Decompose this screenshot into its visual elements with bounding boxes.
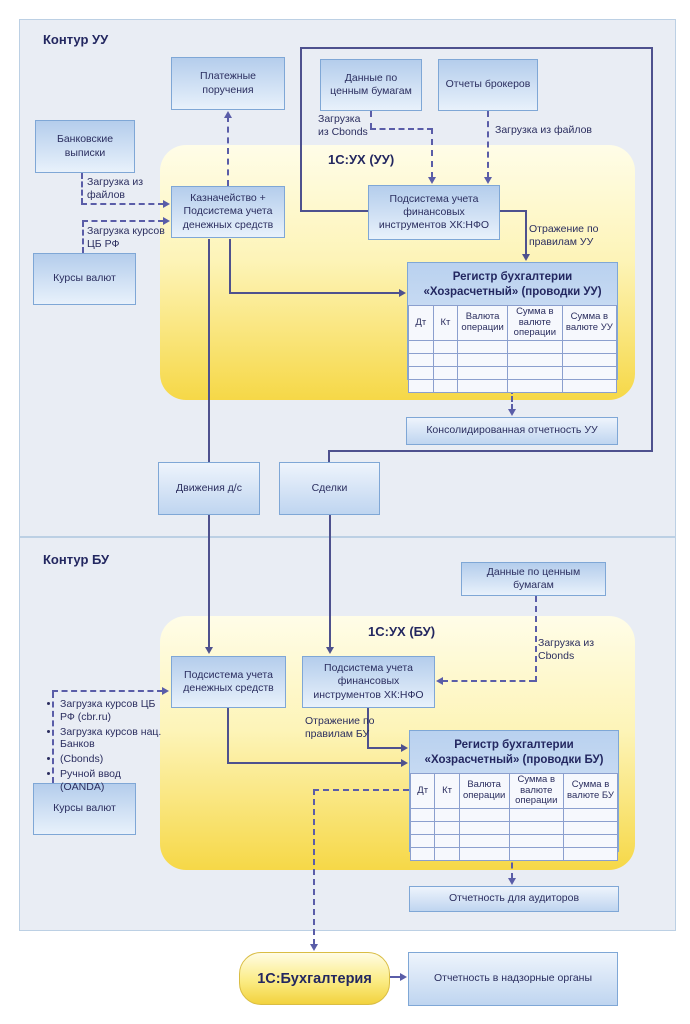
col-kt: Кт [432, 304, 459, 341]
box-bank-statements-label: Банковские выписки [56, 133, 114, 159]
table-row [408, 365, 618, 380]
box-1c-accounting: 1С:Бухгалтерия [239, 952, 390, 1005]
box-fin-instruments-bu: Подсистема учета финансовых инструментов… [302, 656, 435, 708]
register-uu-title-line1: Регистр бухгалтерии [452, 271, 573, 283]
col-sum-op: Сумма в валюте операции [507, 304, 563, 341]
box-broker-reports: Отчеты брокеров [438, 59, 538, 111]
list-item: Ручной ввод (OANDA) [60, 768, 164, 794]
box-fin-instruments-bu-label: Подсистема учета финансовых инструментов… [313, 662, 424, 701]
register-bu-table: Дт Кт Валюта операции Сумма в валюте опе… [409, 772, 618, 861]
box-securities-data-uu: Данные по ценным бумагам [320, 59, 422, 111]
rate-sources-list: Загрузка курсов ЦБ РФ (cbr.ru) Загрузка … [46, 698, 164, 796]
col-currency: Валюта операции [457, 304, 509, 341]
platform-1c-uh-bu-label: 1С:УХ (БУ) [368, 624, 436, 639]
register-uu-title-line2: «Хозрасчетный» (проводки УУ) [423, 285, 602, 298]
table-row [408, 352, 618, 367]
register-uu-table: Дт Кт Валюта операции Сумма в валюте опе… [408, 304, 618, 393]
register-bu-title-line1: Регистр бухгалтерии [454, 739, 574, 751]
box-currency-rates-uu: Курсы валют [33, 253, 136, 305]
box-regulatory-report: Отчетность в надзорные органы [408, 952, 618, 1006]
col-sum-op: Сумма в валюте операции [508, 772, 565, 809]
label-load-from-files-right: Загрузка из файлов [495, 124, 592, 136]
label-load-from-files-left: Загрузка из файлов [87, 176, 144, 201]
box-currency-rates-bu-label: Курсы валют [53, 802, 116, 815]
contour-uu-label: Контур УУ [43, 32, 109, 47]
col-dt: Дт [408, 304, 434, 341]
box-treasury-label: Казначейство + Подсистема учета денежных… [182, 192, 274, 231]
label-reflect-rules-bu: Отражение по правилам БУ [305, 715, 375, 740]
box-cash-movements: Движения д/с [158, 462, 260, 515]
col-dt: Дт [409, 772, 436, 809]
list-item: Загрузка курсов ЦБ РФ (cbr.ru) [60, 698, 164, 724]
box-payment-orders-label: Платежные поручения [200, 70, 256, 96]
register-uu: Регистр бухгалтерии «Хозрасчетный» (пров… [407, 262, 618, 393]
register-bu-title: Регистр бухгалтерии «Хозрасчетный» (пров… [410, 738, 618, 768]
register-bu: Регистр бухгалтерии «Хозрасчетный» (пров… [409, 730, 619, 861]
contour-bu-label: Контур БУ [43, 552, 110, 567]
table-row [409, 820, 618, 835]
box-securities-data-bu: Данные по ценным бумагам [461, 562, 606, 596]
list-item: (Cbonds) [60, 753, 164, 766]
box-securities-data-uu-label: Данные по ценным бумагам [330, 71, 412, 97]
col-currency: Валюта операции [458, 772, 510, 809]
box-fin-instruments-uu: Подсистема учета финансовых инструментов… [368, 185, 500, 240]
register-bu-title-line2: «Хозрасчетный» (проводки БУ) [424, 753, 604, 766]
box-securities-data-bu-label: Данные по ценным бумагам [486, 565, 581, 591]
box-deals-label: Сделки [311, 481, 348, 494]
table-row [409, 833, 618, 848]
box-consolidated-report-label: Консолидированная отчетность УУ [426, 424, 598, 437]
box-cash-movements-label: Движения д/с [176, 481, 242, 494]
platform-1c-uh-uu-label: 1С:УХ (УУ) [328, 152, 395, 167]
label-load-cbr-rates: Загрузка курсов ЦБ РФ [87, 225, 165, 250]
box-bank-statements: Банковские выписки [35, 120, 135, 173]
col-sum-uu: Сумма в валюте УУ [561, 304, 618, 341]
table-row [409, 846, 618, 861]
box-auditors-report: Отчетность для аудиторов [409, 886, 619, 912]
box-broker-reports-label: Отчеты брокеров [445, 78, 531, 91]
box-deals: Сделки [279, 462, 380, 515]
box-cash-subsystem-bu-label: Подсистема учета денежных средств [183, 668, 274, 694]
table-row [409, 807, 618, 822]
table-row [408, 339, 618, 354]
box-payment-orders: Платежные поручения [171, 57, 285, 110]
box-consolidated-report: Консолидированная отчетность УУ [406, 417, 618, 445]
col-kt: Кт [434, 772, 460, 809]
box-treasury: Казначейство + Подсистема учета денежных… [171, 186, 285, 238]
box-1c-accounting-label: 1С:Бухгалтерия [257, 970, 372, 987]
box-fin-instruments-uu-label: Подсистема учета финансовых инструментов… [378, 192, 490, 232]
box-auditors-report-label: Отчетность для аудиторов [448, 892, 580, 905]
register-uu-title: Регистр бухгалтерии «Хозрасчетный» (пров… [408, 270, 617, 300]
box-currency-rates-uu-label: Курсы валют [53, 272, 116, 285]
box-regulatory-report-label: Отчетность в надзорные органы [433, 972, 593, 985]
label-load-from-cbonds-uu: Загрузка из Cbonds [318, 113, 368, 138]
box-currency-rates-bu: Курсы валют [33, 783, 136, 835]
col-sum-bu: Сумма в валюте БУ [563, 772, 618, 809]
label-reflect-rules-uu: Отражение по правилам УУ [529, 223, 599, 248]
box-cash-subsystem-bu: Подсистема учета денежных средств [171, 656, 286, 708]
table-row [408, 378, 618, 393]
label-load-from-cbonds-bu: Загрузка из Cbonds [538, 637, 595, 662]
list-item: Загрузка курсов нац. Банков [60, 726, 164, 752]
